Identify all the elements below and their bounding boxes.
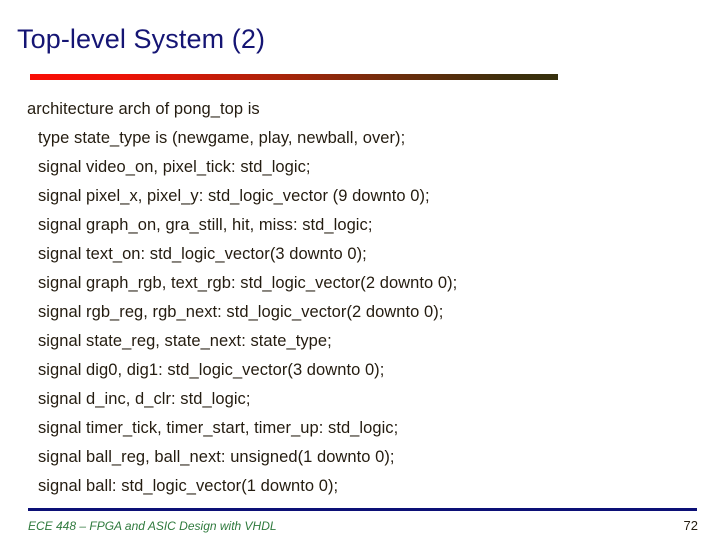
code-line: signal ball_reg, ball_next: unsigned(1 d… [38,448,395,466]
code-line: signal dig0, dig1: std_logic_vector(3 do… [38,361,385,379]
page-title: Top-level System (2) [17,24,266,54]
code-line: signal graph_on, gra_still, hit, miss: s… [38,216,373,234]
title-divider-rule [30,74,558,80]
code-line: architecture arch of pong_top is [27,100,260,118]
code-line: type state_type is (newgame, play, newba… [38,129,406,147]
footer-page-number: 72 [683,518,698,533]
footer-divider-rule [28,508,697,511]
code-line: signal pixel_x, pixel_y: std_logic_vecto… [38,187,430,205]
code-body: architecture arch of pong_top is type st… [27,95,697,501]
code-line: signal text_on: std_logic_vector(3 downt… [38,245,367,263]
code-line: signal d_inc, d_clr: std_logic; [38,390,251,408]
footer-course-label: ECE 448 – FPGA and ASIC Design with VHDL [28,519,277,533]
code-line: signal video_on, pixel_tick: std_logic; [38,158,311,176]
code-line: signal ball: std_logic_vector(1 downto 0… [38,477,339,495]
code-line: signal state_reg, state_next: state_type… [38,332,332,350]
code-line: signal timer_tick, timer_start, timer_up… [38,419,399,437]
code-line: signal rgb_reg, rgb_next: std_logic_vect… [38,303,444,321]
code-line: signal graph_rgb, text_rgb: std_logic_ve… [38,274,458,292]
